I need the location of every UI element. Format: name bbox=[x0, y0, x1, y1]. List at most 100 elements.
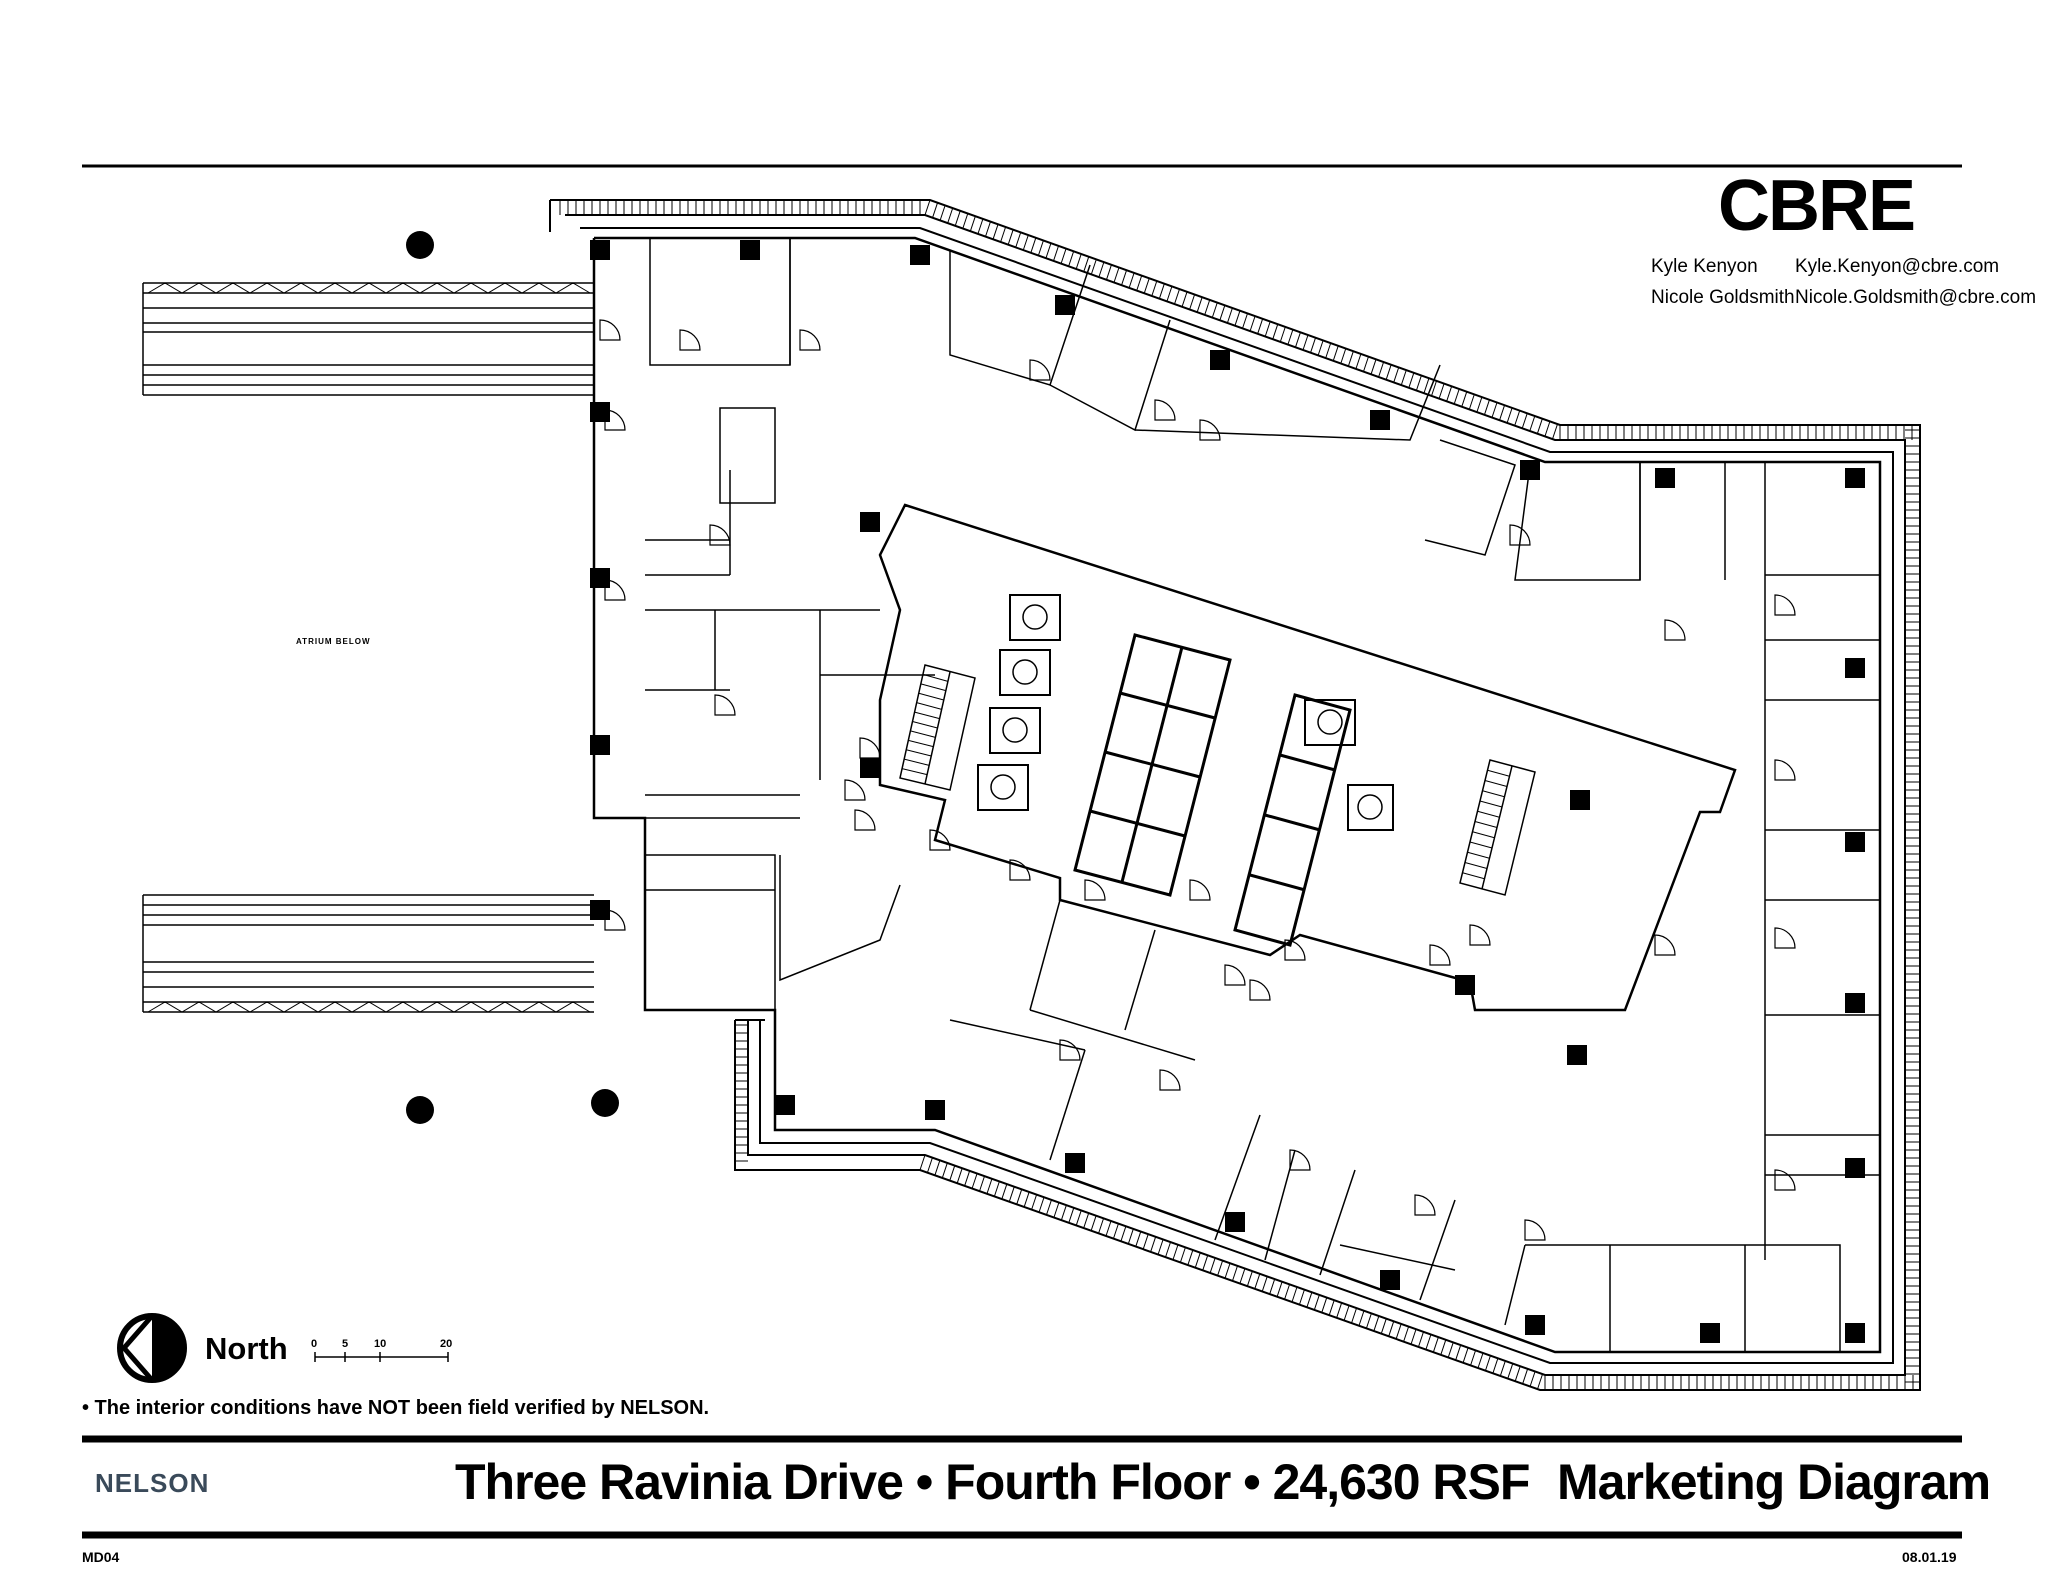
rail-tick bbox=[1470, 1350, 1477, 1366]
stair-tread bbox=[906, 749, 932, 757]
door-swing bbox=[1469, 924, 1491, 946]
rail-tick bbox=[1423, 378, 1430, 394]
rail-tick bbox=[1410, 1329, 1417, 1345]
column bbox=[860, 512, 880, 532]
rail-tick bbox=[1432, 1337, 1439, 1353]
rail-tick bbox=[1127, 1228, 1134, 1245]
rail-tick bbox=[1477, 1352, 1484, 1369]
rail-tick bbox=[1403, 1326, 1410, 1342]
structural-columns bbox=[590, 240, 1865, 1343]
column bbox=[590, 240, 610, 260]
rail-tick bbox=[1529, 1371, 1536, 1387]
stair-tread bbox=[910, 730, 936, 738]
rail-tick bbox=[1506, 407, 1513, 424]
stair-tread bbox=[901, 768, 928, 776]
rail-tick bbox=[1098, 1218, 1105, 1234]
column bbox=[860, 758, 880, 778]
stair-tread bbox=[1469, 841, 1493, 849]
stair-tread bbox=[1477, 810, 1500, 818]
rail-tick bbox=[1310, 337, 1317, 353]
nelson-logo: NELSON bbox=[95, 1468, 210, 1498]
rail-tick bbox=[1431, 380, 1437, 397]
truss-zigzag bbox=[147, 282, 591, 1013]
rail-tick bbox=[1083, 256, 1090, 272]
door-swing bbox=[1654, 934, 1676, 956]
contact-email-1[interactable]: Kyle.Kenyon@cbre.com bbox=[1795, 256, 2000, 277]
door-swing bbox=[1199, 419, 1221, 441]
rail-tick bbox=[1358, 1310, 1365, 1326]
door-swing bbox=[714, 694, 736, 716]
door-swing bbox=[844, 779, 866, 801]
rail-tick bbox=[1492, 1358, 1499, 1374]
rail-tick bbox=[986, 1178, 993, 1194]
door-swing bbox=[604, 909, 626, 931]
rail-tick bbox=[1209, 1257, 1216, 1274]
rail-tick bbox=[934, 1160, 941, 1176]
rail-tick bbox=[1053, 1202, 1060, 1218]
rail-tick bbox=[941, 1162, 948, 1179]
rail-tick bbox=[1462, 1347, 1469, 1363]
door-swing bbox=[709, 524, 731, 546]
rail-tick bbox=[1279, 326, 1286, 343]
elevator-circles bbox=[990, 604, 1383, 820]
stair-tread bbox=[908, 739, 934, 748]
rail-tick bbox=[1204, 299, 1211, 316]
stair-tread bbox=[918, 692, 944, 701]
rail-tick bbox=[1291, 1286, 1298, 1303]
scale-tick-5: 5 bbox=[342, 1338, 349, 1350]
door-swing bbox=[1084, 879, 1106, 901]
stair-tread bbox=[912, 721, 938, 729]
door-swing bbox=[1414, 1194, 1436, 1216]
column bbox=[1845, 993, 1865, 1013]
rail-tick bbox=[1023, 1191, 1030, 1208]
column bbox=[1065, 1153, 1085, 1173]
rail-tick bbox=[1340, 348, 1347, 364]
rail-tick bbox=[1536, 418, 1543, 434]
rail-tick bbox=[1008, 1186, 1015, 1202]
rail-tick bbox=[1001, 1183, 1008, 1200]
rail-tick bbox=[962, 213, 969, 229]
door-swings bbox=[599, 319, 1796, 1241]
rail-tick bbox=[1468, 394, 1475, 410]
rail-tick bbox=[1143, 278, 1150, 294]
door-swing bbox=[859, 737, 881, 759]
rail-tick bbox=[1483, 399, 1490, 415]
rail-tick bbox=[1347, 351, 1354, 367]
stair-tread bbox=[1472, 831, 1495, 839]
rail-tick bbox=[949, 1165, 956, 1181]
stair-tread bbox=[914, 711, 940, 720]
rail-tick bbox=[985, 221, 991, 237]
column bbox=[1380, 1270, 1400, 1290]
rail-tick bbox=[1239, 1268, 1246, 1284]
rail-tick bbox=[1461, 391, 1468, 407]
rail-tick bbox=[924, 199, 931, 216]
scale-tick-20: 20 bbox=[440, 1338, 453, 1350]
rail-tick bbox=[1128, 272, 1135, 289]
rail-tick bbox=[919, 1154, 926, 1171]
column bbox=[1055, 295, 1075, 315]
rail-tick bbox=[1400, 369, 1407, 386]
column bbox=[1210, 350, 1230, 370]
rail-tick bbox=[1105, 264, 1112, 280]
stair-tread bbox=[1467, 851, 1490, 859]
contact-email-2[interactable]: Nicole.Goldsmith@cbre.com bbox=[1795, 287, 2037, 308]
rail-tick bbox=[1306, 1292, 1313, 1308]
column bbox=[1525, 1315, 1545, 1335]
column bbox=[1570, 790, 1590, 810]
rail-tick bbox=[1015, 232, 1022, 248]
rail-tick bbox=[1388, 1321, 1395, 1337]
office-partitions bbox=[645, 238, 1880, 1352]
scale-tick-10: 10 bbox=[374, 1338, 387, 1350]
rail-tick bbox=[1287, 329, 1294, 345]
stair-tread bbox=[1474, 821, 1498, 828]
column bbox=[925, 1100, 945, 1120]
door-swing bbox=[1524, 1219, 1546, 1241]
rail-tick bbox=[1418, 1331, 1424, 1348]
stair-tread bbox=[1482, 790, 1505, 798]
rail-tick bbox=[1455, 1344, 1462, 1361]
door-swing bbox=[1009, 859, 1031, 881]
rail-tick bbox=[993, 1181, 1000, 1197]
rail-tick bbox=[1090, 1215, 1097, 1231]
door-swing bbox=[1224, 964, 1246, 986]
rail-tick bbox=[977, 218, 984, 235]
